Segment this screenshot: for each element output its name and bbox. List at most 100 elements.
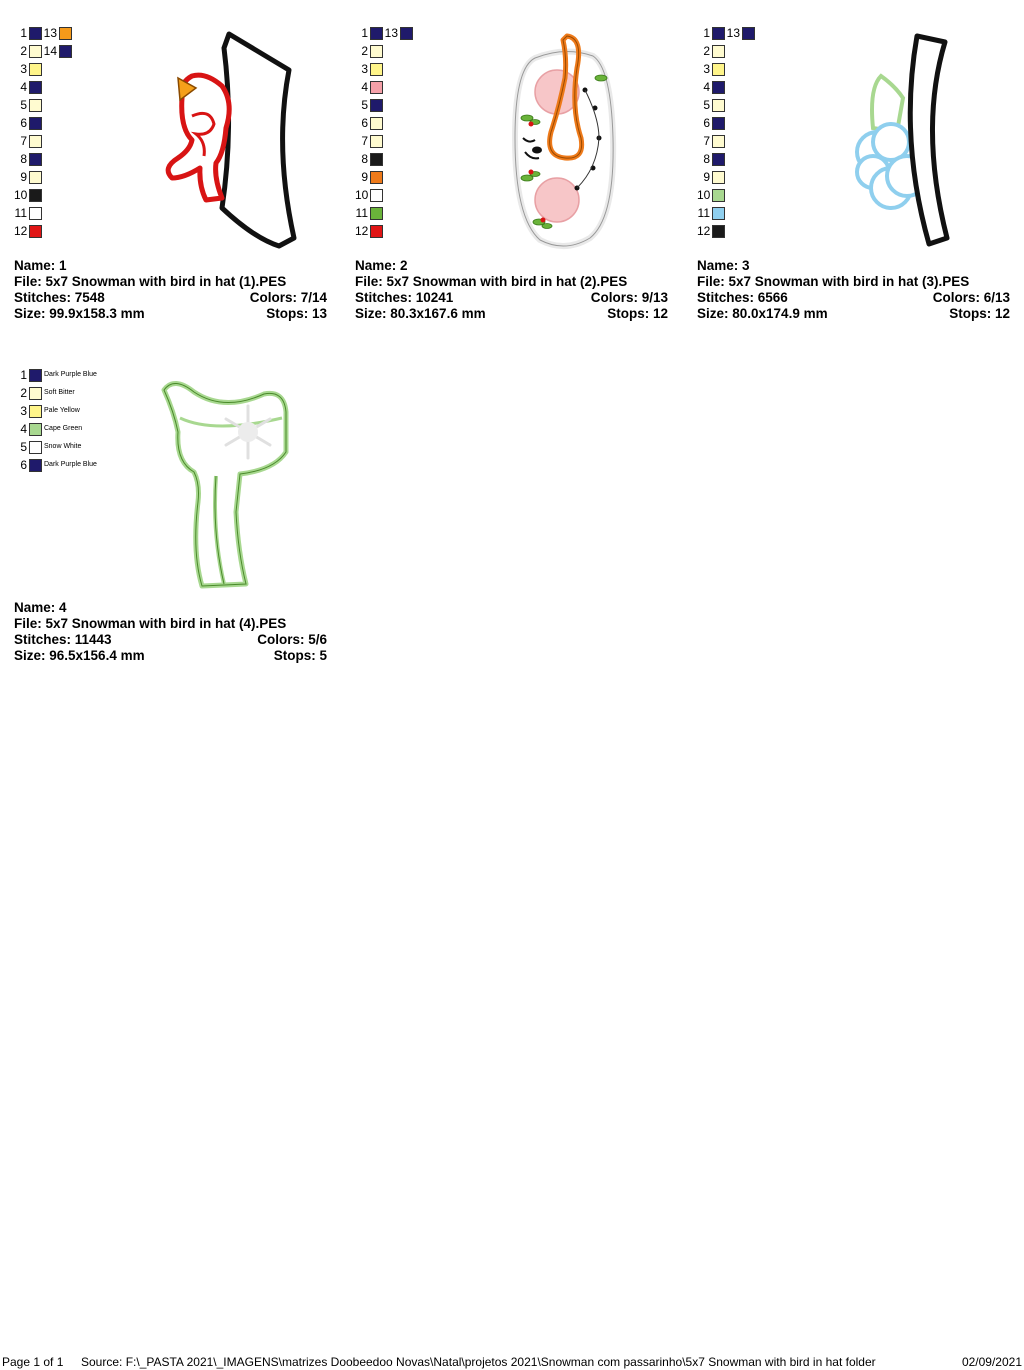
swatch-color-box [370, 99, 383, 112]
swatch-item: 5 [355, 98, 395, 112]
swatch-number: 6 [361, 116, 368, 130]
swatch-item: 3 [14, 62, 54, 76]
stitches-row: Stitches: 6566 Colors: 6/13 [697, 290, 1010, 306]
swatch-color-box [59, 27, 72, 40]
swatch-number: 10 [14, 188, 28, 202]
swatch-color-box [400, 27, 413, 40]
file-label: File: 5x7 Snowman with bird in hat (1).P… [14, 274, 287, 289]
swatch-color-box [370, 63, 383, 76]
swatch-color-box [712, 225, 725, 238]
colors-label: Colors: 6/13 [932, 290, 1010, 305]
file-label: File: 5x7 Snowman with bird in hat (3).P… [697, 274, 970, 289]
swatch-item: 2 [14, 44, 54, 58]
stops-label: Stops: 13 [266, 306, 327, 321]
swatch-number: 12 [697, 224, 711, 238]
swatch-item: 4 [697, 80, 737, 94]
swatch-color-name: Pale Yellow [44, 407, 80, 414]
swatch-item: 3 [355, 62, 395, 76]
swatch-number: 3 [703, 62, 710, 76]
swatch-number: 12 [14, 224, 28, 238]
swatch-color-box [29, 153, 42, 166]
swatch-color-box [712, 207, 725, 220]
swatch-number: 2 [20, 386, 27, 400]
swatch-number: 3 [20, 62, 27, 76]
swatch-number: 11 [355, 206, 368, 220]
swatch-color-box [370, 117, 383, 130]
swatch-color-box [29, 423, 42, 436]
swatch-item: 10 [697, 188, 737, 202]
swatch-color-box [29, 81, 42, 94]
swatch-item: 5 [697, 98, 737, 112]
swatch-number: 4 [20, 422, 27, 436]
swatch-number: 12 [355, 224, 369, 238]
swatch-item: 2 [355, 44, 395, 58]
name-label: Name: 2 [355, 258, 408, 273]
swatch-item: 12 [14, 224, 54, 238]
design-preview-2 [511, 33, 617, 249]
swatch-color-box [712, 45, 725, 58]
swatch-item: 13 [723, 26, 763, 40]
stops-label: Stops: 5 [273, 648, 327, 663]
swatch-number: 13 [384, 26, 398, 40]
swatch-color-box [29, 207, 42, 220]
swatch-number: 11 [697, 206, 710, 220]
file-label: File: 5x7 Snowman with bird in hat (4).P… [14, 616, 287, 631]
swatch-color-box [29, 369, 42, 382]
swatch-color-box [370, 207, 383, 220]
swatch-item: 7 [355, 134, 395, 148]
stops-label: Stops: 12 [607, 306, 668, 321]
swatch-item: 2 [697, 44, 737, 58]
swatch-color-box [59, 45, 72, 58]
swatch-item: 6 [355, 116, 395, 130]
swatch-item: 12 [355, 224, 395, 238]
swatch-number: 5 [703, 98, 710, 112]
design-preview-4 [161, 381, 289, 589]
swatch-color-box [29, 27, 42, 40]
swatch-number: 9 [20, 170, 27, 184]
source-path: Source: F:\_PASTA 2021\_IMAGENS\matrizes… [81, 1355, 876, 1369]
name-label: Name: 3 [697, 258, 750, 273]
swatch-number: 2 [361, 44, 368, 58]
page-count: Page 1 of 1 [2, 1355, 64, 1369]
print-date: 02/09/2021 [961, 1355, 1022, 1369]
swatch-number: 5 [361, 98, 368, 112]
swatch-color-box [29, 135, 42, 148]
swatch-item: 14 [40, 44, 80, 58]
swatch-color-box [29, 387, 42, 400]
swatch-number: 13 [726, 26, 740, 40]
swatch-number: 10 [355, 188, 369, 202]
swatch-color-box [29, 189, 42, 202]
swatch-item: 10 [355, 188, 395, 202]
swatch-item: 6 [697, 116, 737, 130]
swatch-color-box [712, 171, 725, 184]
swatch-item: 11 [697, 206, 737, 220]
swatch-number: 7 [703, 134, 710, 148]
swatch-color-box [29, 459, 42, 472]
swatch-color-box [29, 171, 42, 184]
swatch-item: 8 [14, 152, 54, 166]
swatch-number: 6 [20, 116, 27, 130]
stitches-label: Stitches: 6566 [697, 290, 788, 305]
swatch-number: 5 [20, 440, 27, 454]
swatch-item: 7 [697, 134, 737, 148]
swatch-color-box [29, 117, 42, 130]
swatch-item: 4 [14, 80, 54, 94]
swatch-color-box [370, 189, 383, 202]
swatch-color-box [742, 27, 755, 40]
swatch-color-box [29, 45, 42, 58]
swatch-number: 11 [14, 206, 27, 220]
swatch-number: 2 [20, 44, 27, 58]
swatch-number: 13 [43, 26, 57, 40]
